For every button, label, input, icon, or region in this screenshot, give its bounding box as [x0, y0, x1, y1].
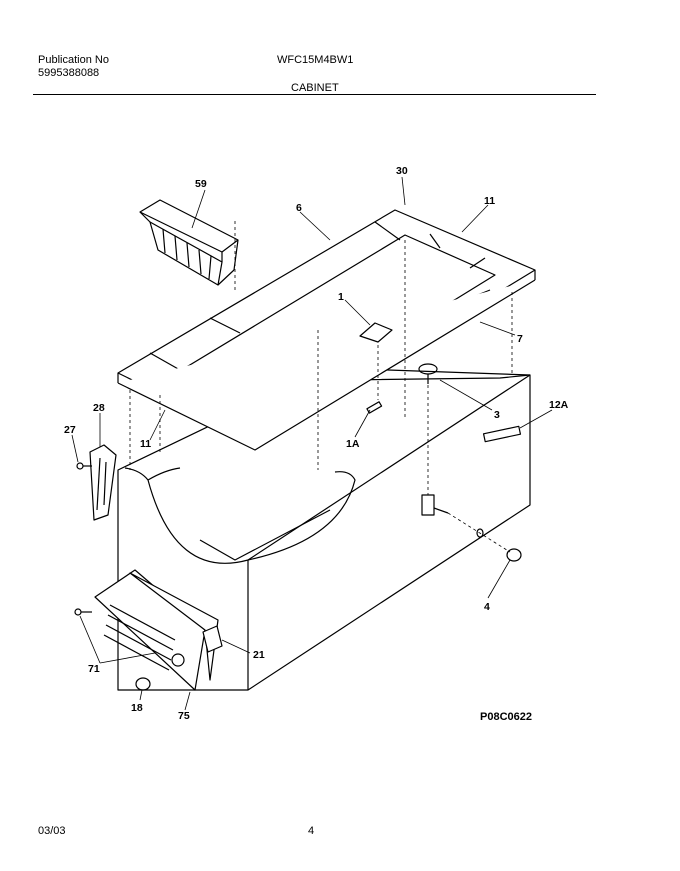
callout-71: 71: [88, 663, 100, 675]
publication-label: Publication No: [38, 54, 109, 66]
callout-7: 7: [517, 333, 523, 345]
callout-59: 59: [195, 178, 207, 190]
callout-6: 6: [296, 202, 302, 214]
hinge: [76, 444, 117, 521]
header-rule: [33, 94, 596, 95]
callout-11-bottom: 11: [140, 438, 151, 450]
footer-date: 03/03: [38, 825, 66, 837]
model-number: WFC15M4BW1: [277, 54, 354, 66]
page-number: 4: [308, 825, 315, 837]
control-box: [202, 625, 223, 653]
callout-11-top: 11: [484, 195, 495, 207]
basket: [139, 199, 239, 286]
callout-4: 4: [484, 601, 490, 613]
drain-parts: [135, 363, 522, 691]
callout-75: 75: [178, 710, 190, 722]
callout-1A: 1A: [346, 438, 360, 450]
front-grille: [74, 569, 219, 691]
callout-30: 30: [396, 165, 408, 177]
callout-3: 3: [494, 409, 500, 421]
callout-27: 27: [64, 424, 76, 436]
callout-12A: 12A: [549, 399, 569, 411]
handle: [359, 322, 393, 343]
publication-number: 5995388088: [38, 67, 100, 79]
callout-18: 18: [131, 702, 143, 714]
lid-frame: [117, 209, 536, 451]
callout-28: 28: [93, 402, 105, 414]
section-title: CABINET: [291, 82, 339, 94]
diagram-code: P08C0622: [480, 711, 532, 723]
callout-1: 1: [338, 291, 344, 303]
guide-lines: [129, 220, 513, 553]
leader-lines: [71, 176, 553, 711]
callout-21: 21: [253, 649, 265, 661]
